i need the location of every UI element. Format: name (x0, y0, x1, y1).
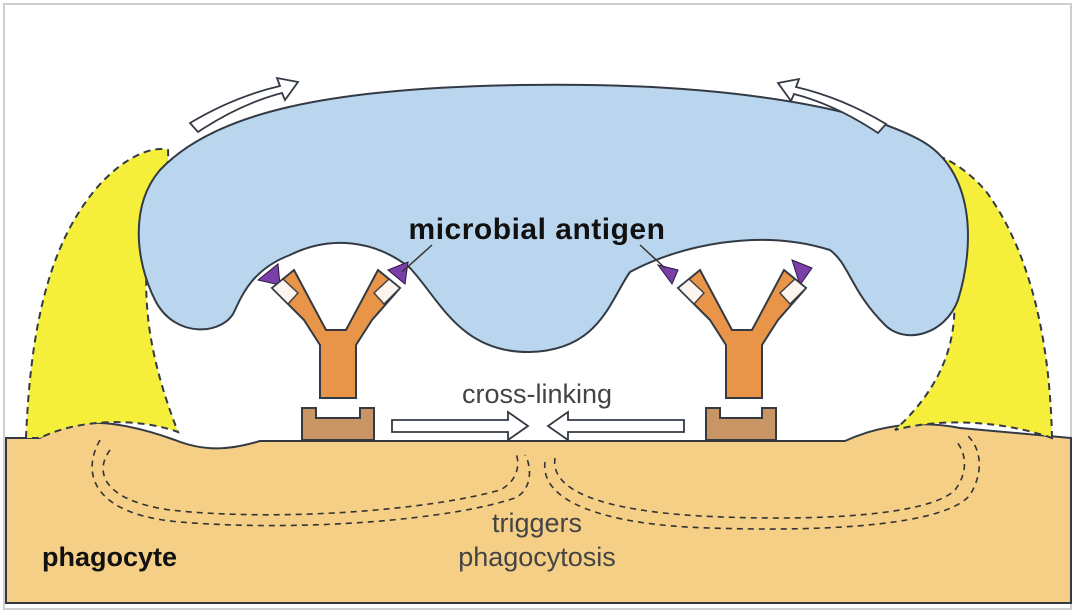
antigen-2 (387, 261, 409, 285)
label-microbial-antigen: microbial antigen (409, 213, 666, 246)
fc-receptor-right (705, 407, 777, 441)
fc-receptor-left (301, 407, 375, 441)
label-pointer-left (401, 244, 433, 273)
microbe (137, 83, 969, 354)
signal-loop-right (544, 435, 981, 530)
antigen-3 (656, 264, 679, 285)
antigen-4 (791, 259, 813, 287)
signal-loop-left (91, 439, 531, 527)
antigen-1 (256, 263, 281, 286)
label-pointer-right (639, 244, 666, 269)
cross-linking-arrow-right (391, 410, 530, 442)
antibody-right (676, 268, 808, 399)
engulf-arrow-left (188, 76, 300, 134)
label-cross-linking: cross-linking (462, 379, 612, 409)
antibody-left (270, 268, 402, 399)
engulf-arrow-right (776, 77, 888, 135)
label-phagocyte: phagocyte (42, 542, 177, 572)
cross-linking-arrow-left (546, 410, 685, 442)
label-phagocytosis: phagocytosis (458, 542, 616, 572)
label-triggers: triggers (492, 508, 582, 538)
